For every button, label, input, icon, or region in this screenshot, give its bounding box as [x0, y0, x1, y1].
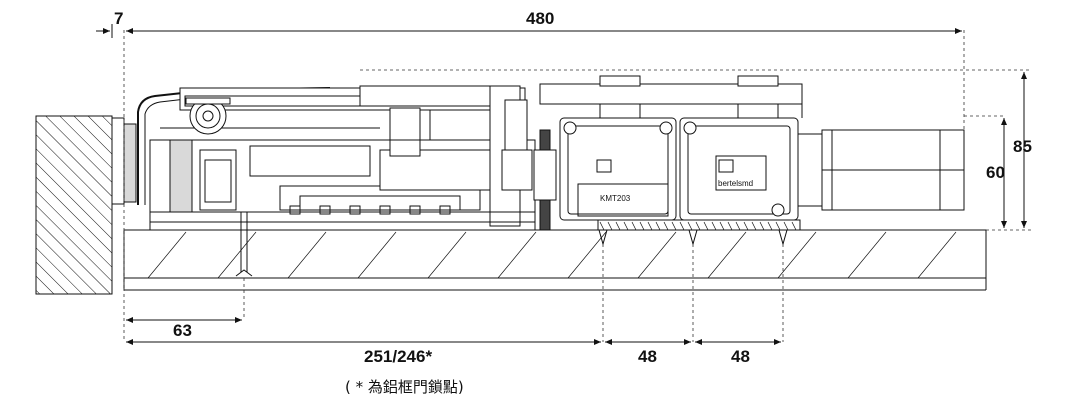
- module-model-label: KMT203: [600, 194, 631, 203]
- pulley-wheel: [185, 97, 231, 135]
- lock-module-1: KMT203: [559, 117, 677, 221]
- dim-module-1: 48: [638, 347, 657, 366]
- dim-wall-gap: 7: [114, 9, 123, 28]
- wall-bracket: [111, 87, 331, 205]
- end-cylinder: [797, 129, 965, 211]
- brush-strip: [597, 219, 801, 246]
- extension-lines: [123, 30, 1032, 342]
- dim-pivot-offset: 63: [173, 321, 192, 340]
- operator-housing: [149, 85, 557, 231]
- dim-module-2: 48: [731, 347, 750, 366]
- dim-lock-point: 251/246*: [364, 347, 432, 366]
- dim-total-length: 480: [526, 9, 554, 28]
- pivot-pin: [235, 212, 253, 277]
- dimension-lines: [96, 24, 1027, 345]
- top-cover: [539, 75, 803, 119]
- dim-height-total: 85: [1013, 137, 1032, 156]
- module-brand-label: bertelsmd: [718, 179, 753, 188]
- dim-height-cover: 60: [986, 163, 1005, 182]
- wall-block: [35, 115, 113, 295]
- footnote: ( * 為鋁框門鎖點): [345, 378, 464, 396]
- lock-module-2: bertelsmd: [679, 117, 799, 221]
- door-leaf: [123, 229, 987, 291]
